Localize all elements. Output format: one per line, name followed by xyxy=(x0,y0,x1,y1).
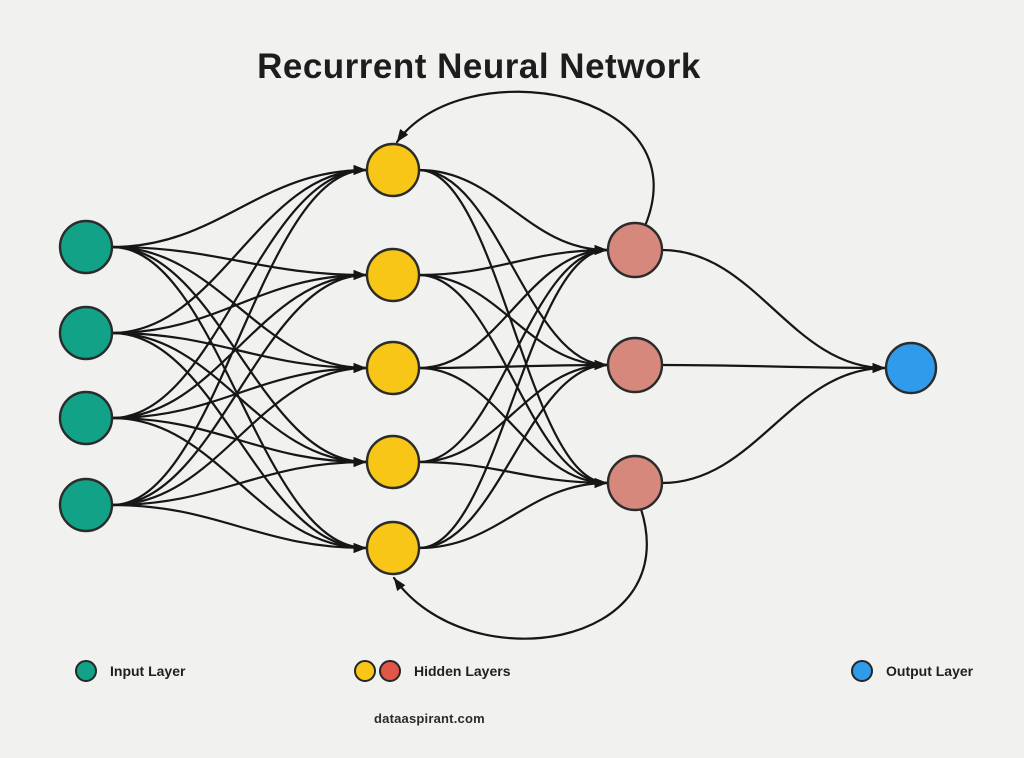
output-layer-node xyxy=(884,341,938,395)
recurrent-loop-top xyxy=(395,90,655,228)
page-title: Recurrent Neural Network xyxy=(257,47,701,87)
input-layer-node xyxy=(58,390,114,446)
edge-input-layer-to-hidden-layer-1 xyxy=(110,245,368,467)
edge-hidden-layer-1-to-hidden-layer-2 xyxy=(417,168,609,488)
hidden-layer-1-node xyxy=(365,434,421,490)
edge-input-layer-to-hidden-layer-1 xyxy=(110,270,368,507)
hidden-layer-1-node xyxy=(365,520,421,576)
edge-hidden-layer-1-to-hidden-layer-2 xyxy=(417,273,609,370)
hidden-layer-2-node xyxy=(606,221,664,279)
edge-input-layer-to-hidden-layer-1 xyxy=(110,503,368,553)
edge-input-layer-to-hidden-layer-1 xyxy=(110,270,368,335)
input-layer-dot-icon xyxy=(75,660,97,682)
legend-item-output: Output Layer xyxy=(851,659,973,683)
edge-hidden-layer-1-to-hidden-layer-2 xyxy=(417,245,609,464)
edge-hidden-layer-1-to-hidden-layer-2 xyxy=(417,478,609,550)
edge-input-layer-to-hidden-layer-1 xyxy=(110,245,368,280)
hidden-layer-2-dot-icon xyxy=(379,660,401,682)
legend-dots xyxy=(75,660,97,682)
hidden-layer-2-node xyxy=(606,454,664,512)
input-layer-node xyxy=(58,219,114,275)
output-layer-dot-icon xyxy=(851,660,873,682)
edge-hidden-layer-1-to-hidden-layer-2 xyxy=(417,168,609,370)
edge-hidden-layer-1-to-hidden-layer-2 xyxy=(417,168,609,255)
edge-input-layer-to-hidden-layer-1 xyxy=(110,165,368,249)
legend-label-input: Input Layer xyxy=(110,663,186,679)
edge-input-layer-to-hidden-layer-1 xyxy=(110,245,368,373)
site-credit: dataaspirant.com xyxy=(374,711,485,726)
hidden-layer-1-dot-icon xyxy=(354,660,376,682)
legend-item-hidden: Hidden Layers xyxy=(354,659,510,683)
edge-input-layer-to-hidden-layer-1 xyxy=(110,331,368,467)
legend-label-output: Output Layer xyxy=(886,663,974,679)
edge-hidden-layer-1-to-hidden-layer-2 xyxy=(417,360,609,371)
hidden-layer-1-node xyxy=(365,247,421,303)
edge-input-layer-to-hidden-layer-1 xyxy=(110,457,368,507)
edge-hidden-layer-1-to-hidden-layer-2 xyxy=(417,460,609,488)
hidden-layer-1-node xyxy=(365,142,421,198)
legend-label-hidden: Hidden Layers xyxy=(414,663,511,679)
edge-hidden-layer-1-to-hidden-layer-2 xyxy=(417,360,609,550)
edge-input-layer-to-hidden-layer-1 xyxy=(110,416,368,467)
edge-input-layer-to-hidden-layer-1 xyxy=(110,270,368,420)
edge-input-layer-to-hidden-layer-1 xyxy=(110,363,368,420)
edge-hidden-layer-1-to-hidden-layer-2 xyxy=(417,366,609,488)
edge-input-layer-to-hidden-layer-1 xyxy=(110,165,368,420)
edge-hidden-layer-2-to-output-layer xyxy=(660,363,887,485)
legend-item-input: Input Layer xyxy=(75,659,185,683)
edge-hidden-layer-1-to-hidden-layer-2 xyxy=(417,360,609,464)
edge-input-layer-to-hidden-layer-1 xyxy=(110,165,368,335)
edge-input-layer-to-hidden-layer-1 xyxy=(110,363,368,507)
input-layer-node xyxy=(58,477,114,533)
recurrent-loop-bottom xyxy=(392,507,648,640)
edge-hidden-layer-1-to-hidden-layer-2 xyxy=(417,245,609,370)
edge-hidden-layer-2-to-output-layer xyxy=(660,248,887,373)
edge-hidden-layer-1-to-hidden-layer-2 xyxy=(417,245,609,550)
edge-hidden-layer-1-to-hidden-layer-2 xyxy=(417,273,609,488)
hidden-layer-1-node xyxy=(365,340,421,396)
legend-dots xyxy=(851,660,873,682)
edge-hidden-layer-1-to-hidden-layer-2 xyxy=(417,245,609,277)
edge-hidden-layer-2-to-output-layer xyxy=(660,362,887,373)
hidden-layer-2-node xyxy=(606,336,664,394)
legend-dots xyxy=(354,660,401,682)
edge-input-layer-to-hidden-layer-1 xyxy=(110,331,368,373)
edge-input-layer-to-hidden-layer-1 xyxy=(110,165,368,507)
input-layer-node xyxy=(58,305,114,361)
